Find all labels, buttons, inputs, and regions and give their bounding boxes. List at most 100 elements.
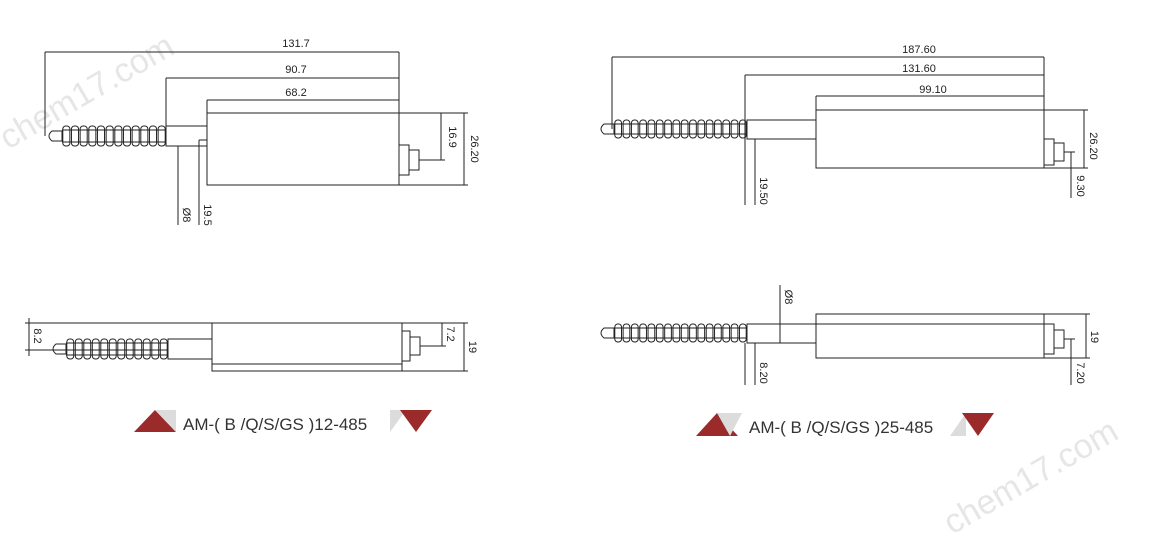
bellows-ridge xyxy=(630,323,639,343)
drawing-bottom-right xyxy=(600,285,1090,385)
dim-16-9: 16.9 xyxy=(446,126,458,147)
bellows-ridge xyxy=(614,323,623,343)
dim-99-10: 99.10 xyxy=(919,84,947,96)
drawing-top-left xyxy=(44,51,468,225)
dim-19-50: 19.50 xyxy=(757,177,769,205)
watermark-top-left: chem17.com xyxy=(0,27,181,157)
dim-19: 19 xyxy=(466,341,478,353)
bellows xyxy=(614,323,747,343)
bellows-ridge xyxy=(738,323,747,343)
bellows-ridge xyxy=(730,119,739,139)
dim-7-2: 7.2 xyxy=(444,326,456,341)
bellows-ridge xyxy=(159,338,168,360)
sensor-shaft xyxy=(746,119,817,140)
connector-base xyxy=(398,144,410,176)
dim-68-2: 68.2 xyxy=(285,87,306,99)
dim-26-20: 26.20 xyxy=(1087,132,1099,160)
sensor-body xyxy=(206,112,400,186)
caption-left: AM-( B /Q/S/GS )12-485 xyxy=(183,415,367,434)
grey-triangle-icon xyxy=(950,413,966,436)
connector-base xyxy=(1043,138,1055,166)
dim-26-20: 26.20 xyxy=(468,135,480,163)
bellows-ridge xyxy=(705,119,714,139)
dim-9-30: 9.30 xyxy=(1074,175,1086,196)
bellows-ridge xyxy=(705,323,714,343)
caption-right: AM-( B /Q/S/GS )25-485 xyxy=(749,418,933,437)
bellows-ridge xyxy=(689,119,697,139)
dim-90-7: 90.7 xyxy=(285,64,306,76)
bellows-ridge xyxy=(108,338,117,360)
sensor-shaft xyxy=(746,323,817,344)
bellows-ridge xyxy=(689,323,697,343)
bellows-ridge xyxy=(142,338,151,360)
probe-tip xyxy=(600,123,615,135)
grey-triangle-icon xyxy=(155,410,176,432)
bellows-ridge xyxy=(639,119,647,139)
connector-plug xyxy=(409,336,421,356)
bellows-ridge xyxy=(714,119,722,139)
bellows-ridge xyxy=(738,119,747,139)
red-triangle-down-icon xyxy=(400,410,432,432)
red-triangle-up-icon xyxy=(134,410,176,432)
dim-19-5: 19.5 xyxy=(201,204,213,225)
bellows-ridge xyxy=(105,125,114,147)
bellows-ridge xyxy=(672,119,681,139)
red-triangle-down-icon xyxy=(962,413,994,436)
bellows-ridge xyxy=(70,125,80,147)
bellows-ridge xyxy=(622,119,631,139)
dim-8-20: 8.20 xyxy=(757,362,769,383)
bellows-ridge xyxy=(96,125,106,147)
bellows-ridge xyxy=(697,323,706,343)
sensor-body xyxy=(815,109,1045,169)
bellows-ridge xyxy=(630,119,639,139)
bellows-ridge xyxy=(647,323,656,343)
sensor-shaft xyxy=(167,338,213,360)
probe-tip xyxy=(600,327,615,339)
bellows-ridge xyxy=(151,338,160,360)
probe-tip xyxy=(52,343,67,355)
bellows-ridge xyxy=(622,323,631,343)
drawing-bottom-left xyxy=(25,318,468,372)
bellows-ridge xyxy=(117,338,126,360)
dim-19: 19 xyxy=(1088,331,1100,343)
bellows-ridge xyxy=(680,323,689,343)
bellows-ridge xyxy=(83,338,92,360)
bellows-ridge xyxy=(125,338,134,360)
bellows-ridge xyxy=(100,338,109,360)
drawing-top-right xyxy=(600,56,1088,205)
bellows-ridge xyxy=(672,323,681,343)
bellows-ridge xyxy=(730,323,739,343)
grey-triangle-icon xyxy=(717,413,742,436)
dim-131-60: 131.60 xyxy=(902,63,936,75)
bellows-ridge xyxy=(639,323,647,343)
bellows-ridge xyxy=(79,125,88,147)
caption-left-group: AM-( B /Q/S/GS )12-485 xyxy=(134,410,432,434)
bellows-ridge xyxy=(134,338,143,360)
bellows-ridge xyxy=(697,119,706,139)
dim-8-2: 8.2 xyxy=(31,328,43,343)
bellows-ridge xyxy=(647,119,656,139)
dim-dia-8: Ø8 xyxy=(782,290,794,305)
probe-tip xyxy=(48,130,63,142)
connector-base xyxy=(1043,323,1055,355)
bellows-ridge xyxy=(131,125,140,147)
bellows-ridge xyxy=(66,338,75,360)
dim-187-60: 187.60 xyxy=(902,44,936,56)
sensor-body xyxy=(815,313,1045,359)
connector-plug xyxy=(1053,329,1065,349)
bellows xyxy=(614,119,747,139)
bellows-ridge xyxy=(140,125,149,147)
connector-plug xyxy=(408,149,420,171)
bellows-ridge xyxy=(680,119,689,139)
dim-dia-8: Ø8 xyxy=(180,208,192,223)
dim-7-20: 7.20 xyxy=(1074,362,1086,383)
connector-plug xyxy=(1053,142,1065,162)
bellows-ridge xyxy=(88,125,97,147)
bellows-ridge xyxy=(664,323,672,343)
bellows-ridge xyxy=(157,125,166,147)
bellows xyxy=(62,125,166,147)
connector-base xyxy=(401,330,411,362)
bellows-ridge xyxy=(655,323,664,343)
